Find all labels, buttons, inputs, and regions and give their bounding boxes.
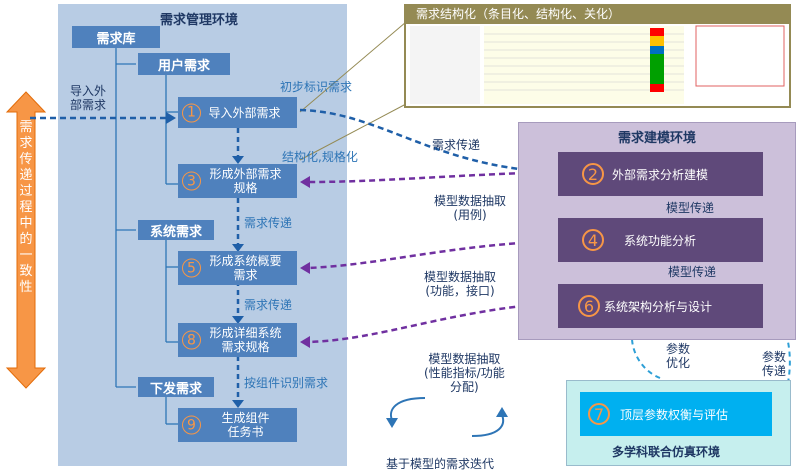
step-6-arch-design: 6 系统架构分析与设计 xyxy=(558,284,763,328)
param-optimize-label: 参数优化 xyxy=(666,342,691,370)
screenshot-title: 需求结构化（条目化、结构化、关化） xyxy=(404,4,791,24)
step-1-number: 1 xyxy=(182,103,201,122)
initial-mark-label: 初步标识需求 xyxy=(280,80,353,94)
issue-req: 下发需求 xyxy=(138,377,214,397)
step-2-number: 2 xyxy=(582,163,604,185)
req-repo: 需求库 xyxy=(72,26,160,48)
step-3-number: 3 xyxy=(182,171,201,191)
user-req: 用户需求 xyxy=(138,53,230,75)
step-4-text: 系统功能分析 xyxy=(624,233,697,248)
step-8-text: 形成详细系统需求规格 xyxy=(209,326,282,354)
req-env-title: 需求管理环境 xyxy=(160,13,239,28)
step-9-text: 生成组件任务书 xyxy=(221,411,270,439)
step-6-text: 系统架构分析与设计 xyxy=(604,299,713,314)
param-pass-label: 参数传递 xyxy=(762,350,787,378)
step-4-number: 4 xyxy=(582,229,604,251)
step-5-sys-summary: 5 形成系统概要需求 xyxy=(178,251,297,285)
step-7-number: 7 xyxy=(588,403,610,425)
structurize-label: 结构化,规格化 xyxy=(282,150,358,164)
model-env-title: 需求建模环境 xyxy=(618,131,697,146)
sim-env-title: 多学科联合仿真环境 xyxy=(612,445,721,459)
step-2-ext-modeling: 2 外部需求分析建模 xyxy=(558,152,763,196)
req-pass-label-1: 需求传递 xyxy=(244,216,293,230)
consistency-arrow xyxy=(5,91,47,389)
extract-label-1: 模型数据抽取(用例) xyxy=(434,194,507,222)
step-8-detail-spec: 8 形成详细系统需求规格 xyxy=(178,323,297,357)
step-1-import: 1 导入外部需求 xyxy=(178,97,297,128)
step-3-ext-spec: 3 形成外部需求规格 xyxy=(178,164,297,198)
by-component-label: 按组件识别需求 xyxy=(244,376,329,390)
sys-req: 系统需求 xyxy=(138,220,214,240)
step-9-number: 9 xyxy=(182,415,201,435)
extract-label-3: 模型数据抽取(性能指标/功能分配) xyxy=(424,352,505,394)
req-pass-label-2: 需求传递 xyxy=(244,298,293,312)
step-7-param-tradeoff: 7 顶层参数权衡与评估 xyxy=(580,392,772,436)
screenshot-content xyxy=(410,25,785,104)
extract-label-2: 模型数据抽取(功能，接口) xyxy=(424,270,497,298)
consistency-arrow-text: 需求 传递 过程 中的 一致 性 xyxy=(19,120,33,295)
step-4-func-analysis: 4 系统功能分析 xyxy=(558,218,763,262)
step-9-task-book: 9 生成组件任务书 xyxy=(178,408,297,442)
step-7-text: 顶层参数权衡与评估 xyxy=(620,407,729,422)
req-pass-label-main: 需求传递 xyxy=(432,138,481,152)
step-1-text: 导入外部需求 xyxy=(208,105,281,120)
iteration-label: 基于模型的需求迭代 xyxy=(386,457,495,471)
model-pass-label-1: 模型传递 xyxy=(666,201,715,215)
step-5-text: 形成系统概要需求 xyxy=(209,254,282,282)
step-2-text: 外部需求分析建模 xyxy=(612,167,709,182)
step-3-text: 形成外部需求规格 xyxy=(209,167,282,195)
step-5-number: 5 xyxy=(182,258,201,278)
step-8-number: 8 xyxy=(182,330,201,350)
model-pass-label-2: 模型传递 xyxy=(668,265,717,279)
step-6-number: 6 xyxy=(578,295,600,317)
import-external-label: 导入外部需求 xyxy=(70,84,107,112)
